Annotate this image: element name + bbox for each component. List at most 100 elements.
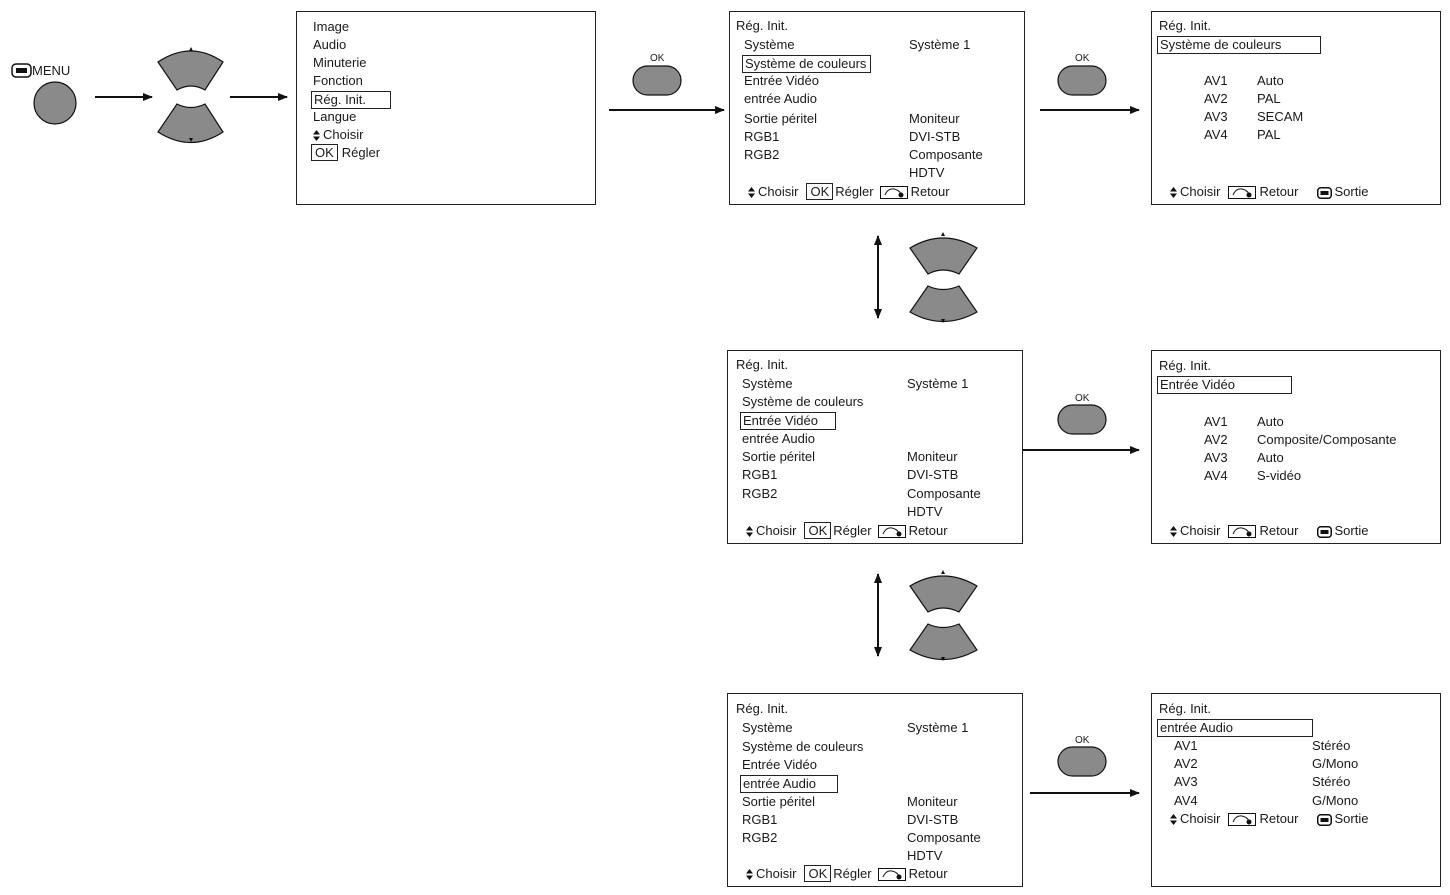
row-value[interactable]: Composite/Composante (1257, 432, 1397, 447)
value-rgb2: Composante (907, 830, 981, 845)
row-value[interactable]: Stéréo (1312, 738, 1351, 753)
hint-choose-label: Choisir (323, 127, 364, 142)
value-scart-output: Moniteur (907, 794, 958, 809)
menu-item-audio[interactable]: Audio (313, 37, 347, 52)
menu-item-color-system[interactable]: Système de couleurs (742, 739, 864, 754)
row-value[interactable]: G/Mono (1312, 756, 1359, 771)
updown-arrow-icon (1170, 187, 1177, 199)
menu-button[interactable] (33, 81, 77, 125)
menu-item-rgb1[interactable]: RGB1 (742, 467, 778, 482)
menu-item-rgb1[interactable]: RGB1 (744, 129, 780, 144)
row-label: AV3 (1204, 450, 1228, 465)
menu-item-system[interactable]: Système (742, 720, 793, 735)
menu-item-timer[interactable]: Minuterie (313, 55, 367, 70)
row-value[interactable]: Stéréo (1312, 774, 1351, 789)
hint-back-label: Retour (908, 523, 948, 538)
return-key-icon (1228, 186, 1257, 200)
ok-key-icon: OK (806, 183, 834, 200)
down-key-button[interactable] (157, 103, 224, 143)
hint-exit-label: Sortie (1334, 184, 1369, 199)
menu-item-rgb2[interactable]: RGB2 (742, 830, 778, 845)
hint-choose: Choisir (313, 127, 363, 143)
row-label: AV4 (1174, 793, 1198, 808)
down-key-button[interactable] (909, 623, 978, 660)
menu-item-image[interactable]: Image (313, 19, 350, 34)
down-key-button[interactable] (909, 285, 978, 322)
menu-item-rgb2[interactable]: RGB2 (744, 147, 780, 162)
hint-choose-label: Choisir (1180, 523, 1221, 538)
value-rgb2-extra: HDTV (907, 848, 943, 863)
row-label: AV1 (1174, 738, 1198, 753)
ok-button[interactable] (1057, 404, 1107, 435)
row-value[interactable]: SECAM (1257, 109, 1304, 124)
menu-item-scart-output[interactable]: Sortie péritel (742, 449, 815, 464)
color-system-screen: Rég. Init. Système de couleurs AV1 Auto … (1151, 11, 1441, 205)
menu-item-audio-input[interactable]: entrée Audio (742, 431, 816, 446)
menu-item-color-system-selected[interactable]: Système de couleurs (742, 55, 872, 73)
up-key-button[interactable] (157, 50, 224, 91)
menu-item-system[interactable]: Système (742, 376, 793, 391)
ok-button[interactable] (632, 65, 682, 96)
screen-title: Rég. Init. (736, 357, 789, 372)
nav-keys-main (157, 47, 224, 143)
row-value[interactable]: Auto (1257, 414, 1284, 429)
menu-key-icon (1316, 525, 1332, 538)
menu-key-icon (1316, 813, 1332, 826)
menu-item-scart-output[interactable]: Sortie péritel (742, 794, 815, 809)
ok-key-icon: OK (804, 522, 832, 539)
hint-back-label: Retour (1259, 811, 1299, 826)
menu-item-color-system[interactable]: Système de couleurs (742, 394, 864, 409)
row-value[interactable]: PAL (1257, 91, 1281, 106)
hint-exit-label: Sortie (1334, 523, 1369, 538)
hint-set-label: Régler (833, 523, 872, 538)
value-system: Système 1 (909, 37, 971, 52)
menu-item-audio-input-selected[interactable]: entrée Audio (740, 775, 838, 793)
menu-item-video-input[interactable]: Entrée Vidéo (744, 73, 819, 88)
value-scart-output: Moniteur (909, 111, 960, 126)
row-value[interactable]: Auto (1257, 450, 1284, 465)
hint-set-label: Régler (833, 866, 872, 881)
ok-button[interactable] (1057, 746, 1107, 777)
hint-back-label: Retour (908, 866, 948, 881)
value-scart-output: Moniteur (907, 449, 958, 464)
hint-choose-label: Choisir (756, 866, 797, 881)
row-value[interactable]: S-vidéo (1257, 468, 1302, 483)
menu-item-rgb2[interactable]: RGB2 (742, 486, 778, 501)
up-key-button[interactable] (909, 575, 978, 613)
row-label: AV3 (1204, 109, 1228, 124)
up-key-button[interactable] (909, 237, 978, 275)
menu-item-video-input-selected[interactable]: Entrée Vidéo (740, 412, 836, 430)
row-value[interactable]: PAL (1257, 127, 1281, 142)
ok-button[interactable] (1057, 65, 1107, 96)
updown-arrow-icon (746, 526, 753, 538)
value-system: Système 1 (907, 720, 969, 735)
screen-title: Rég. Init. (736, 701, 789, 716)
menu-item-video-input[interactable]: Entrée Vidéo (742, 757, 817, 772)
value-rgb1: DVI-STB (907, 812, 959, 827)
hint-back-label: Retour (1259, 523, 1299, 538)
menu-item-init-selected[interactable]: Rég. Init. (311, 91, 391, 109)
row-value[interactable]: G/Mono (1312, 793, 1359, 808)
hint-back-label: Retour (1259, 184, 1299, 199)
nav-keys-upper (909, 232, 978, 323)
ok-button-label: OK (1075, 53, 1090, 64)
menu-item-system[interactable]: Système (744, 37, 795, 52)
return-key-icon (1228, 813, 1257, 827)
menu-item-scart-output[interactable]: Sortie péritel (744, 111, 817, 126)
hint-choose-label: Choisir (1180, 811, 1221, 826)
row-value[interactable]: Auto (1257, 73, 1284, 88)
updown-arrow-icon (748, 187, 755, 199)
menu-key-icon (1316, 186, 1332, 199)
main-menu-screen: Image Audio Minuterie Fonction Rég. Init… (296, 11, 596, 205)
row-label: AV1 (1204, 73, 1228, 88)
menu-item-audio-input[interactable]: entrée Audio (744, 91, 818, 106)
section-heading: Système de couleurs (1157, 36, 1321, 54)
menu-item-function[interactable]: Fonction (313, 73, 363, 88)
menu-key-icon (11, 63, 32, 78)
menu-item-language[interactable]: Langue (313, 109, 357, 124)
menu-item-rgb1[interactable]: RGB1 (742, 812, 778, 827)
